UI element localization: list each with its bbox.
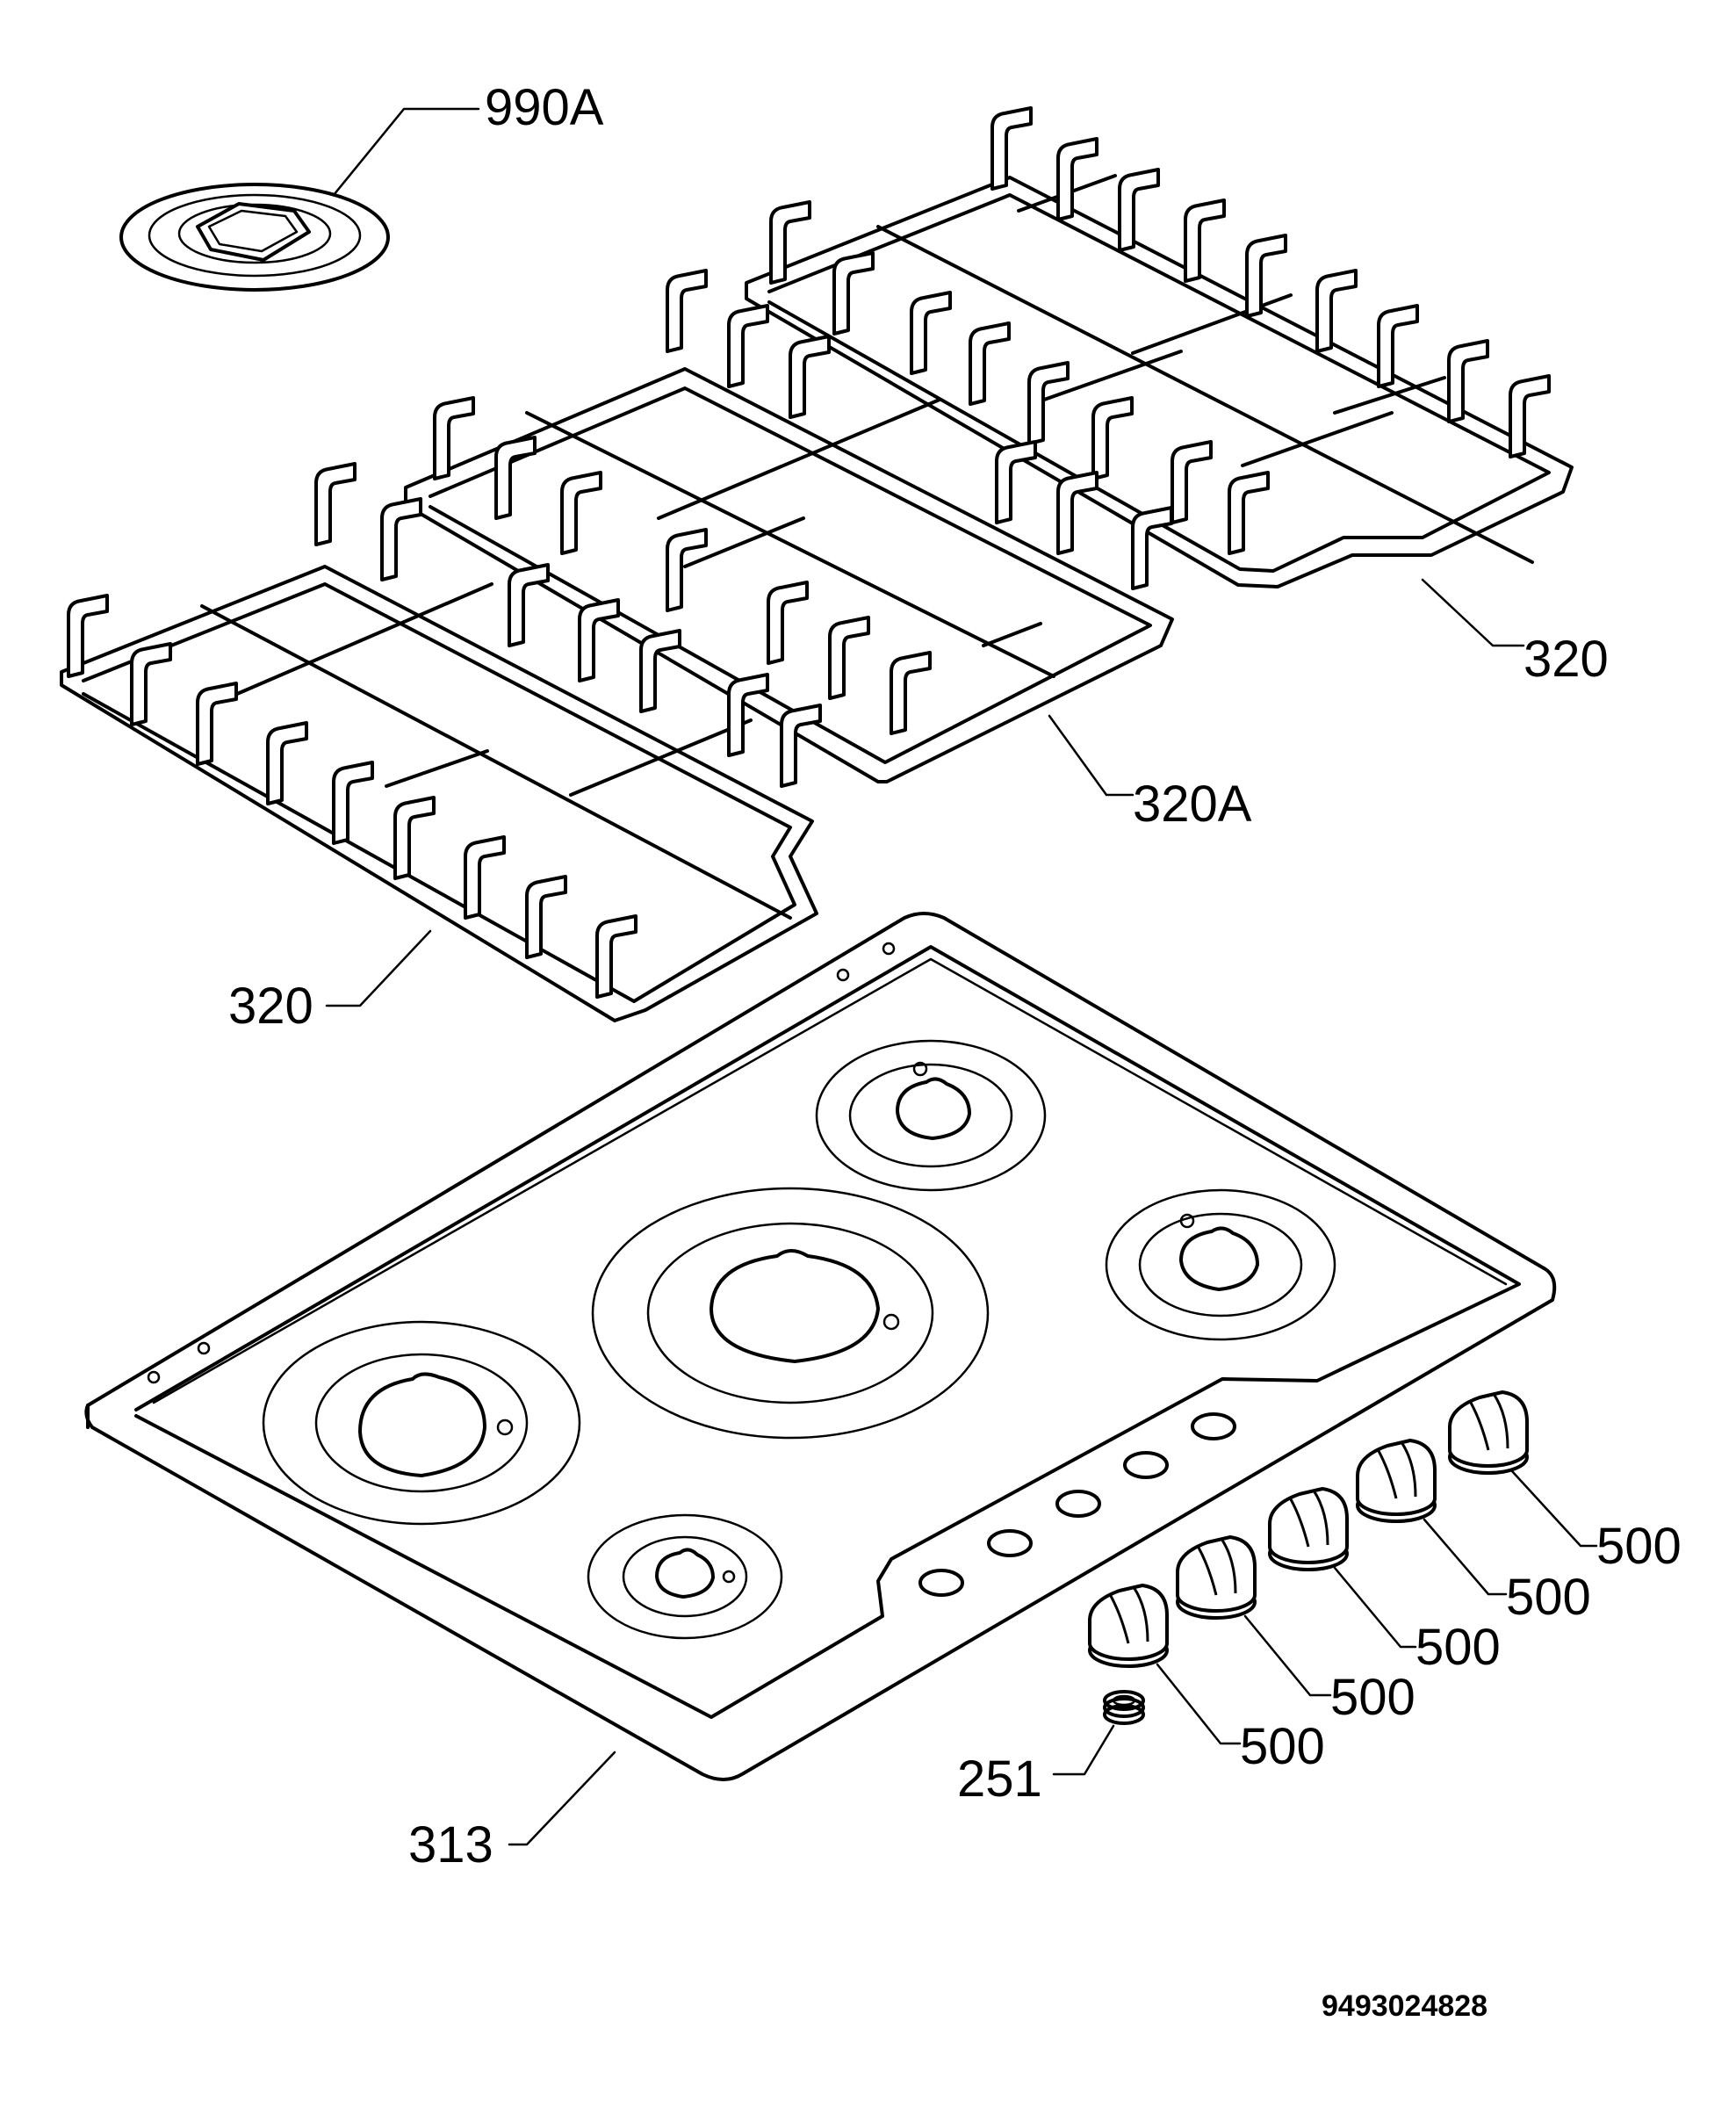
leader-knob-5	[1510, 1469, 1598, 1548]
leader-knob-2	[1243, 1614, 1332, 1697]
diagram-reference-number: 9493024828	[1322, 1989, 1487, 2023]
leader-320-left	[325, 929, 432, 1007]
burner-front-small	[587, 1513, 783, 1640]
knob-hole	[987, 1529, 1033, 1557]
burner-centre	[591, 1187, 990, 1440]
label-320-left: 320	[228, 978, 313, 1035]
label-320-right: 320	[1524, 631, 1609, 688]
pan-support-right	[745, 106, 1574, 588]
leader-knob-1	[1156, 1663, 1242, 1745]
label-knob-3: 500	[1415, 1619, 1501, 1676]
label-knob-4: 500	[1506, 1569, 1591, 1626]
spring-251	[1103, 1690, 1145, 1725]
knob-hole	[1191, 1412, 1236, 1440]
pan-support-left	[60, 462, 822, 1022]
leader-320a	[1048, 714, 1135, 797]
label-990a: 990A	[485, 79, 604, 136]
label-knob-1: 500	[1240, 1718, 1325, 1775]
leader-knob-4	[1423, 1518, 1508, 1596]
hob-top-313	[84, 912, 1557, 1781]
knob-hole	[1123, 1451, 1169, 1479]
leader-313	[508, 1751, 616, 1846]
lid-990a	[119, 183, 390, 292]
control-knob-5	[1448, 1390, 1529, 1475]
leader-990a	[332, 107, 480, 197]
burner-right	[1105, 1188, 1336, 1341]
label-320a: 320A	[1133, 776, 1252, 833]
leader-320-right	[1421, 578, 1525, 647]
burner-front-left	[262, 1320, 581, 1526]
control-knob-1	[1088, 1584, 1169, 1668]
label-knob-2: 500	[1330, 1669, 1415, 1726]
pan-support-middle	[404, 269, 1174, 783]
label-251: 251	[957, 1751, 1042, 1808]
leader-251	[1052, 1724, 1115, 1776]
label-knob-5: 500	[1596, 1518, 1682, 1575]
control-knob-4	[1356, 1439, 1437, 1523]
control-knob-2	[1176, 1535, 1257, 1620]
control-knob-3	[1268, 1487, 1349, 1571]
knob-hole	[1055, 1490, 1101, 1518]
burner-back	[815, 1039, 1047, 1192]
knob-hole	[918, 1569, 964, 1597]
leader-knob-3	[1333, 1566, 1417, 1649]
label-313: 313	[408, 1816, 493, 1873]
